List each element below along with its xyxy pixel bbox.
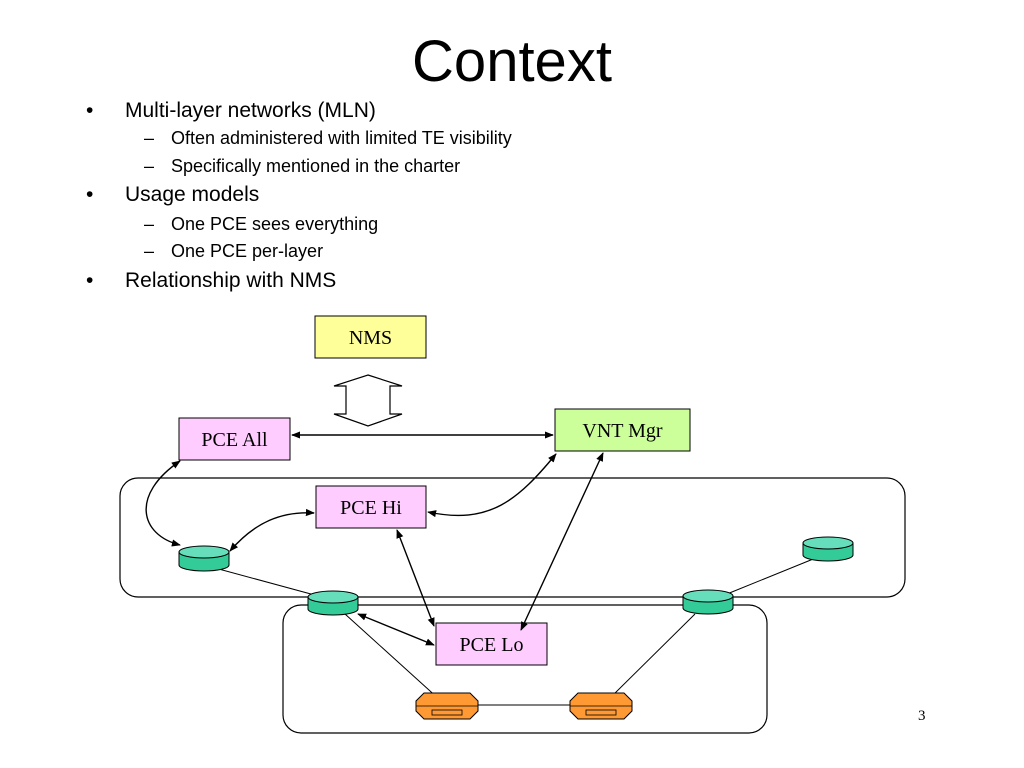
bullet-item: • Relationship with NMS [86, 267, 337, 295]
sub-bullet-item: – One PCE sees everything [144, 212, 379, 236]
switch-icon [569, 692, 633, 720]
dash-icon: – [144, 128, 155, 148]
router-icon [682, 589, 734, 615]
pce-lo-label: PCE Lo [460, 634, 524, 656]
pce-all-router-arrow [145, 460, 181, 547]
pce-hi-label: PCE Hi [340, 497, 402, 519]
bullet-dot-icon: • [86, 269, 94, 292]
router-icon [178, 545, 230, 572]
sub-bullet-text: Often administered with limited TE visib… [171, 128, 512, 148]
pce-hi-router-arrow [229, 508, 315, 552]
bullet-dot-icon: • [86, 99, 94, 122]
pce-hi-pce-lo-arrow [396, 529, 435, 627]
sub-bullet-item: – One PCE per-layer [144, 239, 324, 263]
page-number: 3 [918, 708, 926, 724]
router-icon [802, 536, 854, 562]
bullet-text: Relationship with NMS [125, 269, 337, 292]
vnt-mgr-box [554, 408, 691, 452]
upper-layer-region [119, 477, 906, 598]
nms-pce-double-arrow-icon [333, 374, 403, 427]
sub-bullet-item: – Often administered with limited TE vis… [144, 126, 512, 150]
pce-hi-vnt-arrow [427, 453, 557, 518]
nms-label: NMS [349, 327, 392, 349]
bullet-text: Usage models [125, 183, 260, 206]
pce-hi-box [315, 485, 427, 529]
dash-icon: – [144, 214, 155, 234]
bullet-text: Multi-layer networks (MLN) [125, 99, 376, 122]
slide-title: Context [412, 29, 612, 94]
link [607, 613, 696, 701]
vnt-pce-lo-arrow [520, 452, 604, 631]
nms-box [314, 315, 427, 359]
dash-icon: – [144, 156, 155, 176]
sub-bullet-text: One PCE sees everything [171, 214, 379, 234]
bullet-item: • Multi-layer networks (MLN) [86, 97, 376, 125]
bullet-item: • Usage models [86, 181, 260, 209]
vnt-mgr-label: VNT Mgr [582, 420, 663, 442]
switch-icon [415, 692, 479, 720]
dash-icon: – [144, 241, 155, 261]
pce-all-box [178, 417, 291, 461]
bullet-dot-icon: • [86, 183, 94, 206]
sub-bullet-item: – Specifically mentioned in the charter [144, 154, 461, 178]
link [344, 613, 441, 701]
sub-bullet-text: One PCE per-layer [171, 241, 324, 261]
arrows [145, 431, 604, 646]
sub-bullet-text: Specifically mentioned in the charter [171, 156, 461, 176]
router-icon [307, 590, 359, 616]
pce-lo-router-arrow [357, 613, 435, 646]
pce-all-label: PCE All [201, 429, 268, 451]
